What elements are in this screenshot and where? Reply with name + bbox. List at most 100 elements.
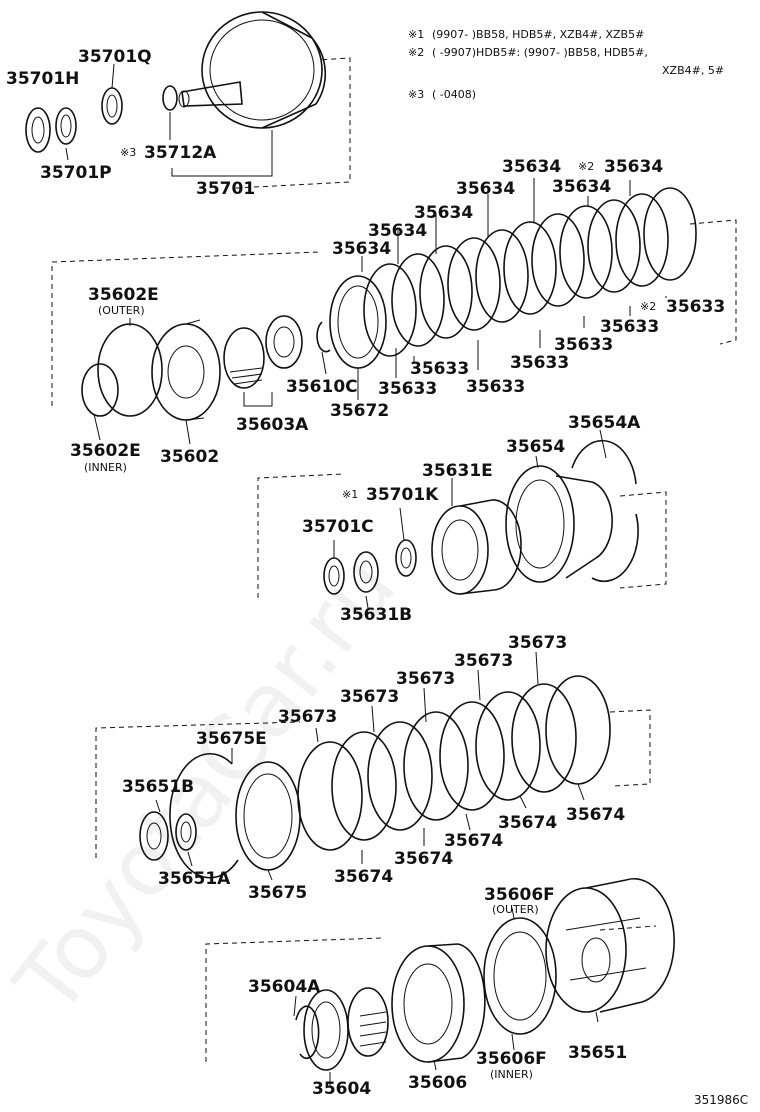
label-35674-e: 35674 bbox=[566, 805, 625, 825]
drum-35701-front bbox=[201, 11, 323, 129]
label-35673-d: 35673 bbox=[454, 651, 513, 671]
washer-35651A bbox=[175, 813, 197, 851]
note-3-mark: ※3 bbox=[408, 88, 424, 101]
label-35701C: 35701C bbox=[302, 517, 374, 537]
group-1-border bbox=[235, 57, 351, 189]
sprag-35631E-inner bbox=[441, 519, 479, 581]
label-35634-b: 35634 bbox=[368, 221, 427, 241]
drum-35651-body bbox=[585, 877, 675, 1013]
bearing-35631B bbox=[353, 551, 379, 593]
marker-2-a: ※2 bbox=[578, 160, 594, 173]
label-35606: 35606 bbox=[408, 1073, 467, 1093]
label-35673-c: 35673 bbox=[396, 669, 455, 689]
sublabel-outer-1: (OUTER) bbox=[98, 304, 145, 317]
drum-35651 bbox=[545, 887, 627, 1013]
drum-35701-body bbox=[261, 11, 326, 129]
diagram-code: 351986C bbox=[694, 1093, 748, 1107]
note-2-mark: ※2 bbox=[408, 46, 424, 59]
plate-b8 bbox=[545, 675, 611, 785]
leaders-group-3 bbox=[333, 429, 607, 609]
bearing-35651B bbox=[139, 811, 169, 861]
label-35674-d: 35674 bbox=[498, 813, 557, 833]
leaders-35673 bbox=[315, 651, 539, 743]
marker-2-b: ※2 bbox=[640, 300, 656, 313]
plate-6 bbox=[503, 221, 557, 315]
label-35673-e: 35673 bbox=[508, 633, 567, 653]
spring-35603A-coils bbox=[229, 367, 263, 385]
drum-35651-hub bbox=[581, 937, 611, 983]
plate-7 bbox=[531, 213, 585, 307]
sprag-35631E-body bbox=[459, 499, 522, 595]
plate-1 bbox=[363, 263, 417, 357]
flange-35672-inner bbox=[337, 285, 379, 359]
piston-35602-bore bbox=[167, 345, 205, 399]
marker-1: ※1 bbox=[342, 488, 358, 501]
plate-10 bbox=[615, 193, 669, 287]
label-35603A: 35603A bbox=[236, 415, 309, 435]
label-35634-g: 35634 bbox=[604, 157, 663, 177]
input-shaft bbox=[181, 81, 243, 107]
model-notes: ※1 (9907- )BB58, HDB5#, XZB4#, XZB5# ※2 … bbox=[408, 28, 724, 101]
plate-b2 bbox=[331, 731, 397, 841]
note-2-text: ( -9907)HDB5#: (9907- )BB58, HDB5#, bbox=[432, 46, 648, 59]
piston-35602-depth bbox=[185, 319, 205, 421]
label-35674-c: 35674 bbox=[444, 831, 503, 851]
label-35633-e: 35633 bbox=[410, 359, 469, 379]
piston-35606-inner bbox=[403, 963, 453, 1045]
label-35651B: 35651B bbox=[122, 777, 194, 797]
label-35633-c: 35633 bbox=[554, 335, 613, 355]
bearing-35631B-inner bbox=[359, 560, 373, 584]
label-35651A: 35651A bbox=[158, 869, 231, 889]
label-35633-b: 35633 bbox=[600, 317, 659, 337]
snapring-35604A bbox=[295, 1005, 320, 1060]
leaders-group-5 bbox=[293, 907, 599, 1086]
retainer-inner bbox=[273, 326, 295, 358]
plate-b1 bbox=[297, 741, 363, 851]
group-clutch-pack-2: 35651B 35651A 35675E 35675 35673 35673 3… bbox=[95, 633, 651, 903]
note-1-mark: ※1 bbox=[408, 28, 424, 41]
plate-2 bbox=[391, 253, 445, 347]
label-35654: 35654 bbox=[506, 437, 565, 457]
plate-b4 bbox=[403, 711, 469, 821]
label-35634-f: 35634 bbox=[552, 177, 611, 197]
leaders-group-2 bbox=[93, 318, 359, 445]
plate-11 bbox=[643, 187, 697, 281]
label-35606F-inner: 35606F bbox=[476, 1049, 547, 1069]
group-drum-35651: 35604A 35604 35606 35606F (OUTER) 35606F… bbox=[205, 877, 675, 1099]
bearing-35651B-inner bbox=[146, 822, 162, 850]
label-35654A: 35654A bbox=[568, 413, 641, 433]
spring-35604-coils bbox=[359, 1011, 387, 1047]
label-35631B: 35631B bbox=[340, 605, 412, 625]
label-35701H: 35701H bbox=[6, 69, 79, 89]
outer-race-35654 bbox=[505, 465, 575, 583]
plate-b3 bbox=[367, 721, 433, 831]
label-35633-g: 35633 bbox=[466, 377, 525, 397]
plate-4 bbox=[447, 237, 501, 331]
washer-35701K-inner bbox=[400, 547, 412, 569]
plate-b7 bbox=[511, 683, 577, 793]
label-35675: 35675 bbox=[248, 883, 307, 903]
plate-stack-1 bbox=[363, 187, 697, 357]
snapring-35610C bbox=[316, 321, 331, 353]
leader-35701P bbox=[65, 147, 69, 161]
shaft-end bbox=[178, 90, 190, 108]
group-5-border bbox=[205, 925, 657, 1062]
leader-35701 bbox=[171, 130, 273, 177]
outer-race-35654-body bbox=[555, 475, 613, 579]
washer-35651A-inner bbox=[180, 821, 192, 843]
drum-35701-inner bbox=[209, 19, 315, 121]
label-35701Q: 35701Q bbox=[78, 47, 152, 67]
label-35604A: 35604A bbox=[248, 977, 321, 997]
group-3-border bbox=[257, 473, 667, 598]
retainer bbox=[265, 315, 303, 369]
bearing-35701H-inner bbox=[31, 116, 45, 144]
leaders-group-4-left bbox=[155, 748, 273, 881]
label-35634-a: 35634 bbox=[332, 239, 391, 259]
race-35701P-inner bbox=[60, 114, 72, 138]
sublabel-outer-2: (OUTER) bbox=[492, 903, 539, 916]
race-35701C-inner bbox=[328, 565, 340, 587]
plate-8 bbox=[559, 205, 613, 299]
washer-35701K bbox=[395, 539, 417, 577]
label-35633-d: 35633 bbox=[510, 353, 569, 373]
label-35606F-outer: 35606F bbox=[484, 885, 555, 905]
